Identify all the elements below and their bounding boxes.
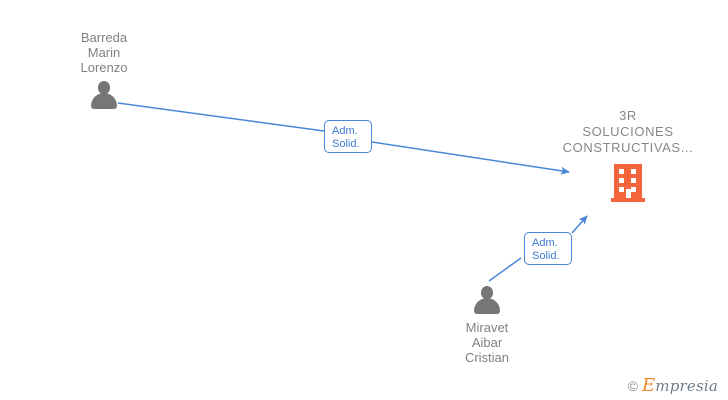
building-door: [625, 189, 631, 198]
building-window: [631, 187, 636, 192]
building-window: [619, 178, 624, 183]
edge-barreda-to-company: [117, 102, 570, 175]
building-icon: [611, 164, 645, 202]
node-label-company: 3R SOLUCIONES CONSTRUCTIVAS...: [562, 108, 694, 155]
edge-label-adm-solid-1[interactable]: Adm. Solid.: [324, 120, 372, 153]
building-window: [631, 169, 636, 174]
building-base: [611, 198, 645, 202]
building-window: [619, 169, 624, 174]
empresia-logo: Empresia: [641, 375, 718, 396]
empresia-logo-initial: E: [641, 375, 656, 396]
empresia-logo-text: mpresia: [655, 377, 718, 395]
node-company-3r-soluciones-constructivas[interactable]: 3R SOLUCIONES CONSTRUCTIVAS...: [548, 108, 708, 202]
person-head: [98, 81, 110, 94]
person-body: [91, 93, 117, 109]
edge-label-adm-solid-2[interactable]: Adm. Solid.: [524, 232, 572, 265]
copyright-icon: ©: [627, 378, 638, 394]
person-body: [474, 298, 500, 314]
node-label-barreda-marin-lorenzo: Barreda Marin Lorenzo: [80, 30, 128, 75]
building-window: [631, 178, 636, 183]
node-label-miravet-aibar-cristian: Miravet Aibar Cristian: [464, 320, 510, 365]
person-icon: [89, 81, 119, 109]
person-icon: [472, 286, 502, 314]
empresia-watermark: © Empresia: [627, 375, 718, 396]
node-person-barreda-marin-lorenzo[interactable]: Barreda Marin Lorenzo: [24, 30, 184, 109]
node-person-miravet-aibar-cristian[interactable]: Miravet Aibar Cristian: [407, 286, 567, 365]
building-window: [619, 187, 624, 192]
person-head: [481, 286, 493, 299]
edge-miravet-to-company: [488, 215, 588, 282]
